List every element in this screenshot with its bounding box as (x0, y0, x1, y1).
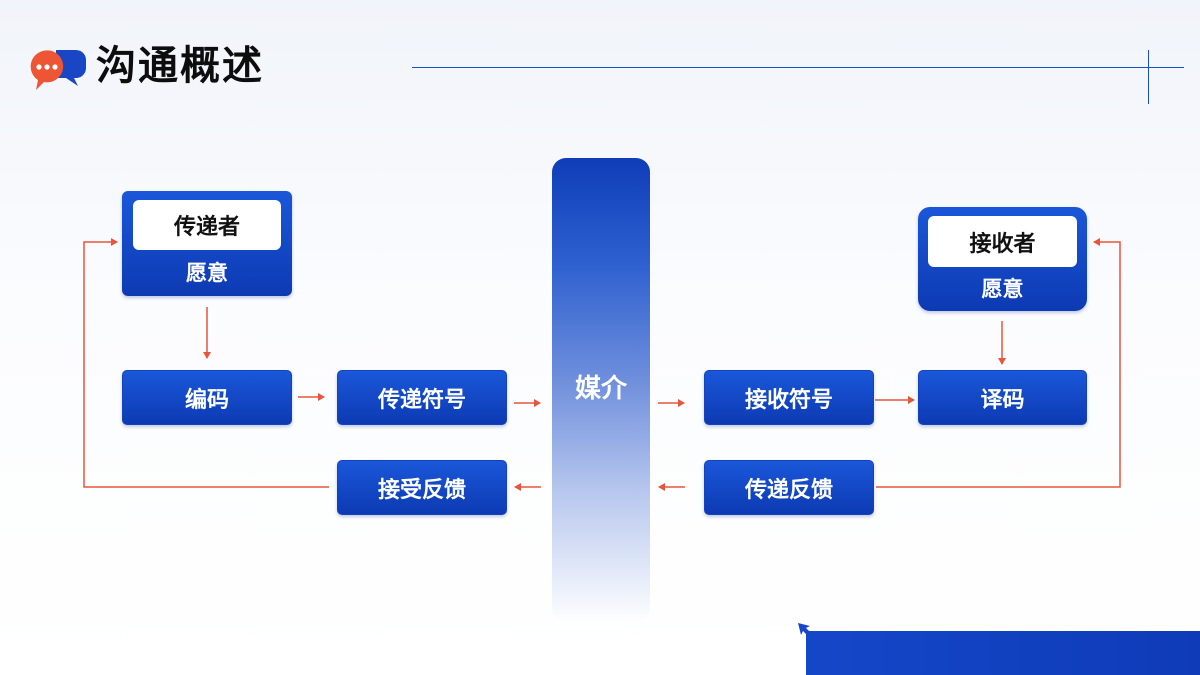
feedback-loop-left (83, 238, 329, 488)
receiver-title: 接收者 (928, 216, 1077, 267)
feedback-loop-right (876, 238, 1121, 488)
send-feedback-box: 传递反馈 (704, 460, 874, 515)
send-symbols-box: 传递符号 (337, 370, 507, 425)
header-divider-tick (1148, 50, 1149, 104)
medium-column (552, 158, 650, 622)
receiver-willing: 愿意 (981, 277, 1024, 301)
sender-willing: 愿意 (186, 261, 228, 285)
decode-box: 译码 (918, 370, 1087, 425)
sender-title: 传递者 (133, 200, 281, 250)
chat-bubbles-icon (30, 50, 86, 90)
accept-feedback-box: 接受反馈 (337, 460, 507, 515)
header-divider (412, 67, 1184, 68)
encode-box: 编码 (122, 370, 292, 425)
page-title: 沟通概述 (96, 43, 264, 89)
receive-symbols-box: 接收符号 (704, 370, 874, 425)
corner-band (806, 631, 1200, 675)
medium-label: 媒介 (574, 374, 627, 404)
